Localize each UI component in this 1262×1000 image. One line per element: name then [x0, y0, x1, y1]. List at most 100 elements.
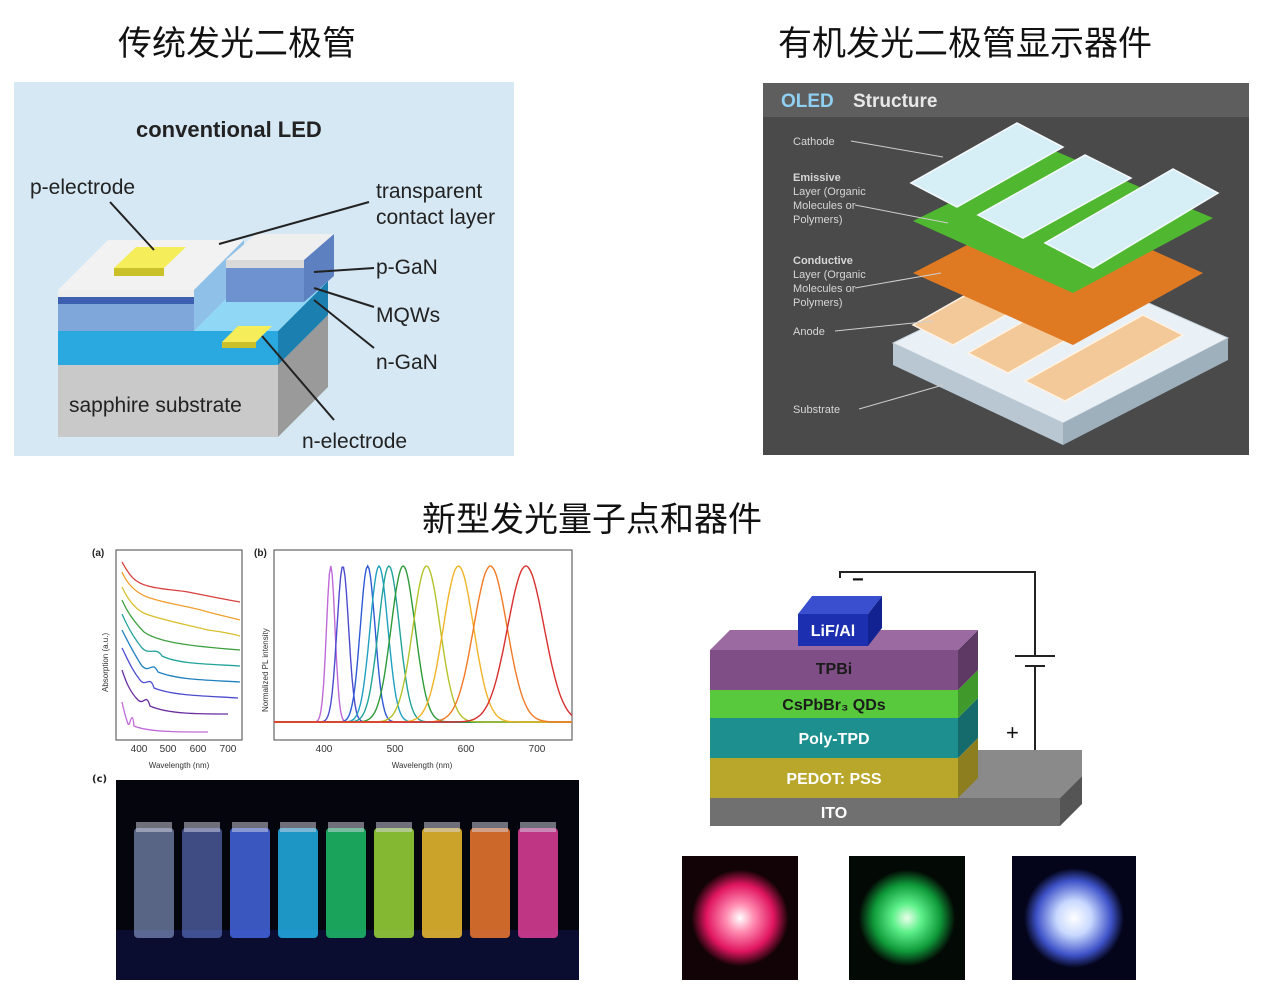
photo-c-label: (c)	[92, 774, 108, 785]
emissive-label-4: Polymers)	[793, 214, 843, 226]
vial-cap-5	[328, 822, 364, 832]
vials-reflection	[116, 930, 579, 980]
tpbi-front	[710, 650, 958, 690]
qdled-device-stack: − + LiF/Al TPBi CsPbBr₃ QDs Poly-TPD PED…	[710, 569, 1082, 826]
plot-b-xtick-500: 500	[387, 744, 404, 755]
contact-layer-leader	[218, 201, 370, 245]
absorption-curve-violet	[121, 701, 209, 733]
cathode-strip-3	[1043, 168, 1220, 269]
ngan-label: n-GaN	[376, 351, 438, 374]
conductive-label-3: Molecules or	[793, 283, 856, 295]
emissive-leader	[854, 204, 949, 224]
plot-a-label: (a)	[92, 548, 104, 559]
polytpd-label: Poly-TPD	[798, 731, 869, 748]
green-led-photo	[849, 856, 965, 980]
vial-1	[134, 828, 174, 938]
anode-leader	[834, 320, 934, 332]
vial-9	[518, 828, 558, 938]
conductive-leader	[854, 272, 942, 289]
pedot-label: PEDOT: PSS	[786, 771, 881, 788]
heading-quantum-dots: 新型发光量子点和器件	[422, 500, 762, 540]
vial-cap-6	[376, 822, 412, 832]
cathode-label: Cathode	[793, 136, 835, 148]
plot-b-xtick-600: 600	[458, 744, 475, 755]
substrate-label: Substrate	[793, 404, 840, 416]
absorption-plot: (a) Absorption (a.u.) 400 500 600 700 Wa…	[92, 548, 243, 770]
vial-cap-8	[472, 822, 508, 832]
vial-cap-9	[520, 822, 556, 832]
pgan-leader	[313, 267, 375, 273]
white-led-photo	[1012, 856, 1136, 980]
vial-5	[326, 828, 366, 938]
qds-side	[958, 670, 978, 718]
mqws-leader	[313, 287, 375, 308]
absorption-curve-teal	[121, 613, 241, 667]
absorption-curve-yellow	[121, 586, 241, 637]
transparent-label: transparent	[376, 180, 482, 203]
ito-label: ITO	[821, 805, 847, 822]
polytpd-front	[710, 718, 958, 758]
n-electrode-pad-top	[222, 326, 272, 342]
p-electrode-leader	[109, 201, 155, 251]
red-led-photo	[682, 856, 798, 980]
anode-label: Anode	[793, 326, 825, 338]
absorption-curve-indigo	[121, 669, 229, 715]
anode-strip-3	[1023, 314, 1185, 402]
absorption-curve-orange	[121, 571, 241, 621]
conductive-label-2: Layer (Organic	[793, 269, 866, 281]
oled-structure-diagram: OLED Structure Cathode Emissive Layer (O…	[763, 83, 1249, 455]
contact-layer-front	[58, 290, 194, 297]
plot-b-ylabel: Normalized PL intensity	[261, 628, 270, 712]
oled-substrate-side	[1063, 338, 1228, 445]
lif-label: LiF/Al	[811, 623, 855, 640]
pgan-front	[58, 304, 194, 331]
pgan-back-side	[304, 234, 334, 302]
sapphire-label: sapphire substrate	[69, 394, 242, 417]
vial-cap-7	[424, 822, 460, 832]
oled-title-accent: OLED	[781, 91, 834, 112]
vials-row	[134, 822, 558, 938]
pl-spectra-plot: (b) Normalized PL intensity 400 500 600 …	[254, 548, 573, 770]
plot-b-frame	[273, 549, 573, 741]
substrate-leader	[858, 384, 944, 410]
plot-a-xtick-600: 600	[190, 744, 207, 755]
n-electrode-label: n-electrode	[302, 430, 407, 453]
absorption-curve-cyan	[121, 629, 241, 683]
plus-terminal: +	[1006, 720, 1019, 745]
cathode-strip-2	[976, 154, 1133, 239]
conductive-label-4: Polymers)	[793, 297, 843, 309]
heading-traditional-led: 传统发光二极管	[118, 24, 356, 64]
lif-side	[868, 596, 882, 646]
plot-a-xtick-500: 500	[160, 744, 177, 755]
plot-b-xtick-700: 700	[529, 744, 546, 755]
sapphire-side	[278, 315, 328, 437]
contact-back-top	[226, 234, 334, 260]
emissive-label-2: Layer (Organic	[793, 186, 866, 198]
plot-a-ylabel: Absorption (a.u.)	[101, 633, 110, 692]
ito-exposed	[954, 750, 1082, 776]
p-electrode-pad-top	[114, 247, 186, 268]
contact-back	[226, 260, 304, 268]
vial-6	[374, 828, 414, 938]
vial-4	[278, 828, 318, 938]
cathode-leader	[850, 140, 944, 158]
vial-cap-2	[184, 822, 220, 832]
vial-cap-1	[136, 822, 172, 832]
pgan-label: p-GaN	[376, 256, 438, 279]
conductive-label-1: Conductive	[793, 255, 853, 267]
ito-side	[1060, 776, 1082, 826]
led-title: conventional LED	[136, 117, 322, 142]
oled-substrate-front	[893, 343, 1063, 445]
white-led-glow	[1024, 868, 1124, 968]
vial-2	[182, 828, 222, 938]
plot-b-xtick-400: 400	[316, 744, 333, 755]
quantum-dot-vials-photo	[116, 780, 579, 980]
oled-title-bar	[763, 83, 1249, 117]
red-led-glow	[692, 870, 788, 966]
plot-a-frame	[115, 549, 243, 741]
absorption-curve-blue	[121, 647, 239, 699]
emissive-label-1: Emissive	[793, 172, 841, 184]
plot-b-xlabel: Wavelength (nm)	[392, 761, 453, 770]
emissive-label-3: Molecules or	[793, 200, 856, 212]
p-electrode-label: p-electrode	[30, 176, 135, 199]
